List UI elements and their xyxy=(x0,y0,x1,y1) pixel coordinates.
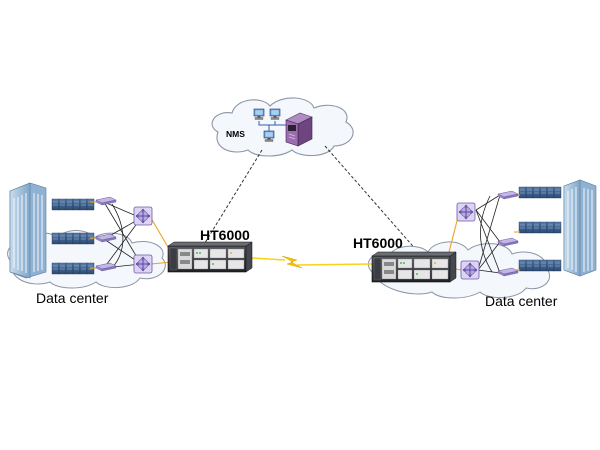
left-core-router-icon-1 xyxy=(133,206,153,226)
left-server-rack-icon-3 xyxy=(52,263,94,274)
right-server-rack-icon-1 xyxy=(519,187,561,198)
right-server-rack-icon-3 xyxy=(519,260,561,271)
left-device-label: HT6000 xyxy=(200,227,250,243)
right-core-router-icon-1 xyxy=(456,202,476,222)
left-server-rack-icon-1 xyxy=(52,199,94,210)
workstation-icon xyxy=(253,108,265,120)
right-ht6000-device-icon xyxy=(371,251,457,283)
nms-network xyxy=(253,108,313,147)
nms-label: NMS xyxy=(226,129,245,139)
left-building-icon xyxy=(9,182,47,279)
cloud-icon xyxy=(211,97,354,157)
right-mesh-links xyxy=(475,194,501,274)
workstation-icon xyxy=(269,108,281,120)
right-server-rack-icon-2 xyxy=(519,222,561,233)
left-ht6000-device-icon xyxy=(167,241,253,273)
workstation-icon xyxy=(263,130,275,142)
left-core-router-icon-2 xyxy=(133,254,153,274)
lightning-link-icon xyxy=(251,255,373,269)
mgmt-link-right xyxy=(324,145,419,253)
right-device-label: HT6000 xyxy=(353,235,403,251)
mgmt-link-left xyxy=(202,149,263,247)
left-switch-icon-1 xyxy=(95,196,117,206)
right-core-router-icon-2 xyxy=(460,260,480,280)
nms-cloud xyxy=(211,97,354,157)
right-site-label: Data center xyxy=(485,293,558,309)
right-building-icon xyxy=(563,179,597,277)
right-switch-icon-1 xyxy=(497,190,519,200)
left-site-label: Data center xyxy=(36,290,109,306)
nms-server-icon xyxy=(285,112,313,147)
left-server-rack-icon-2 xyxy=(52,233,94,244)
